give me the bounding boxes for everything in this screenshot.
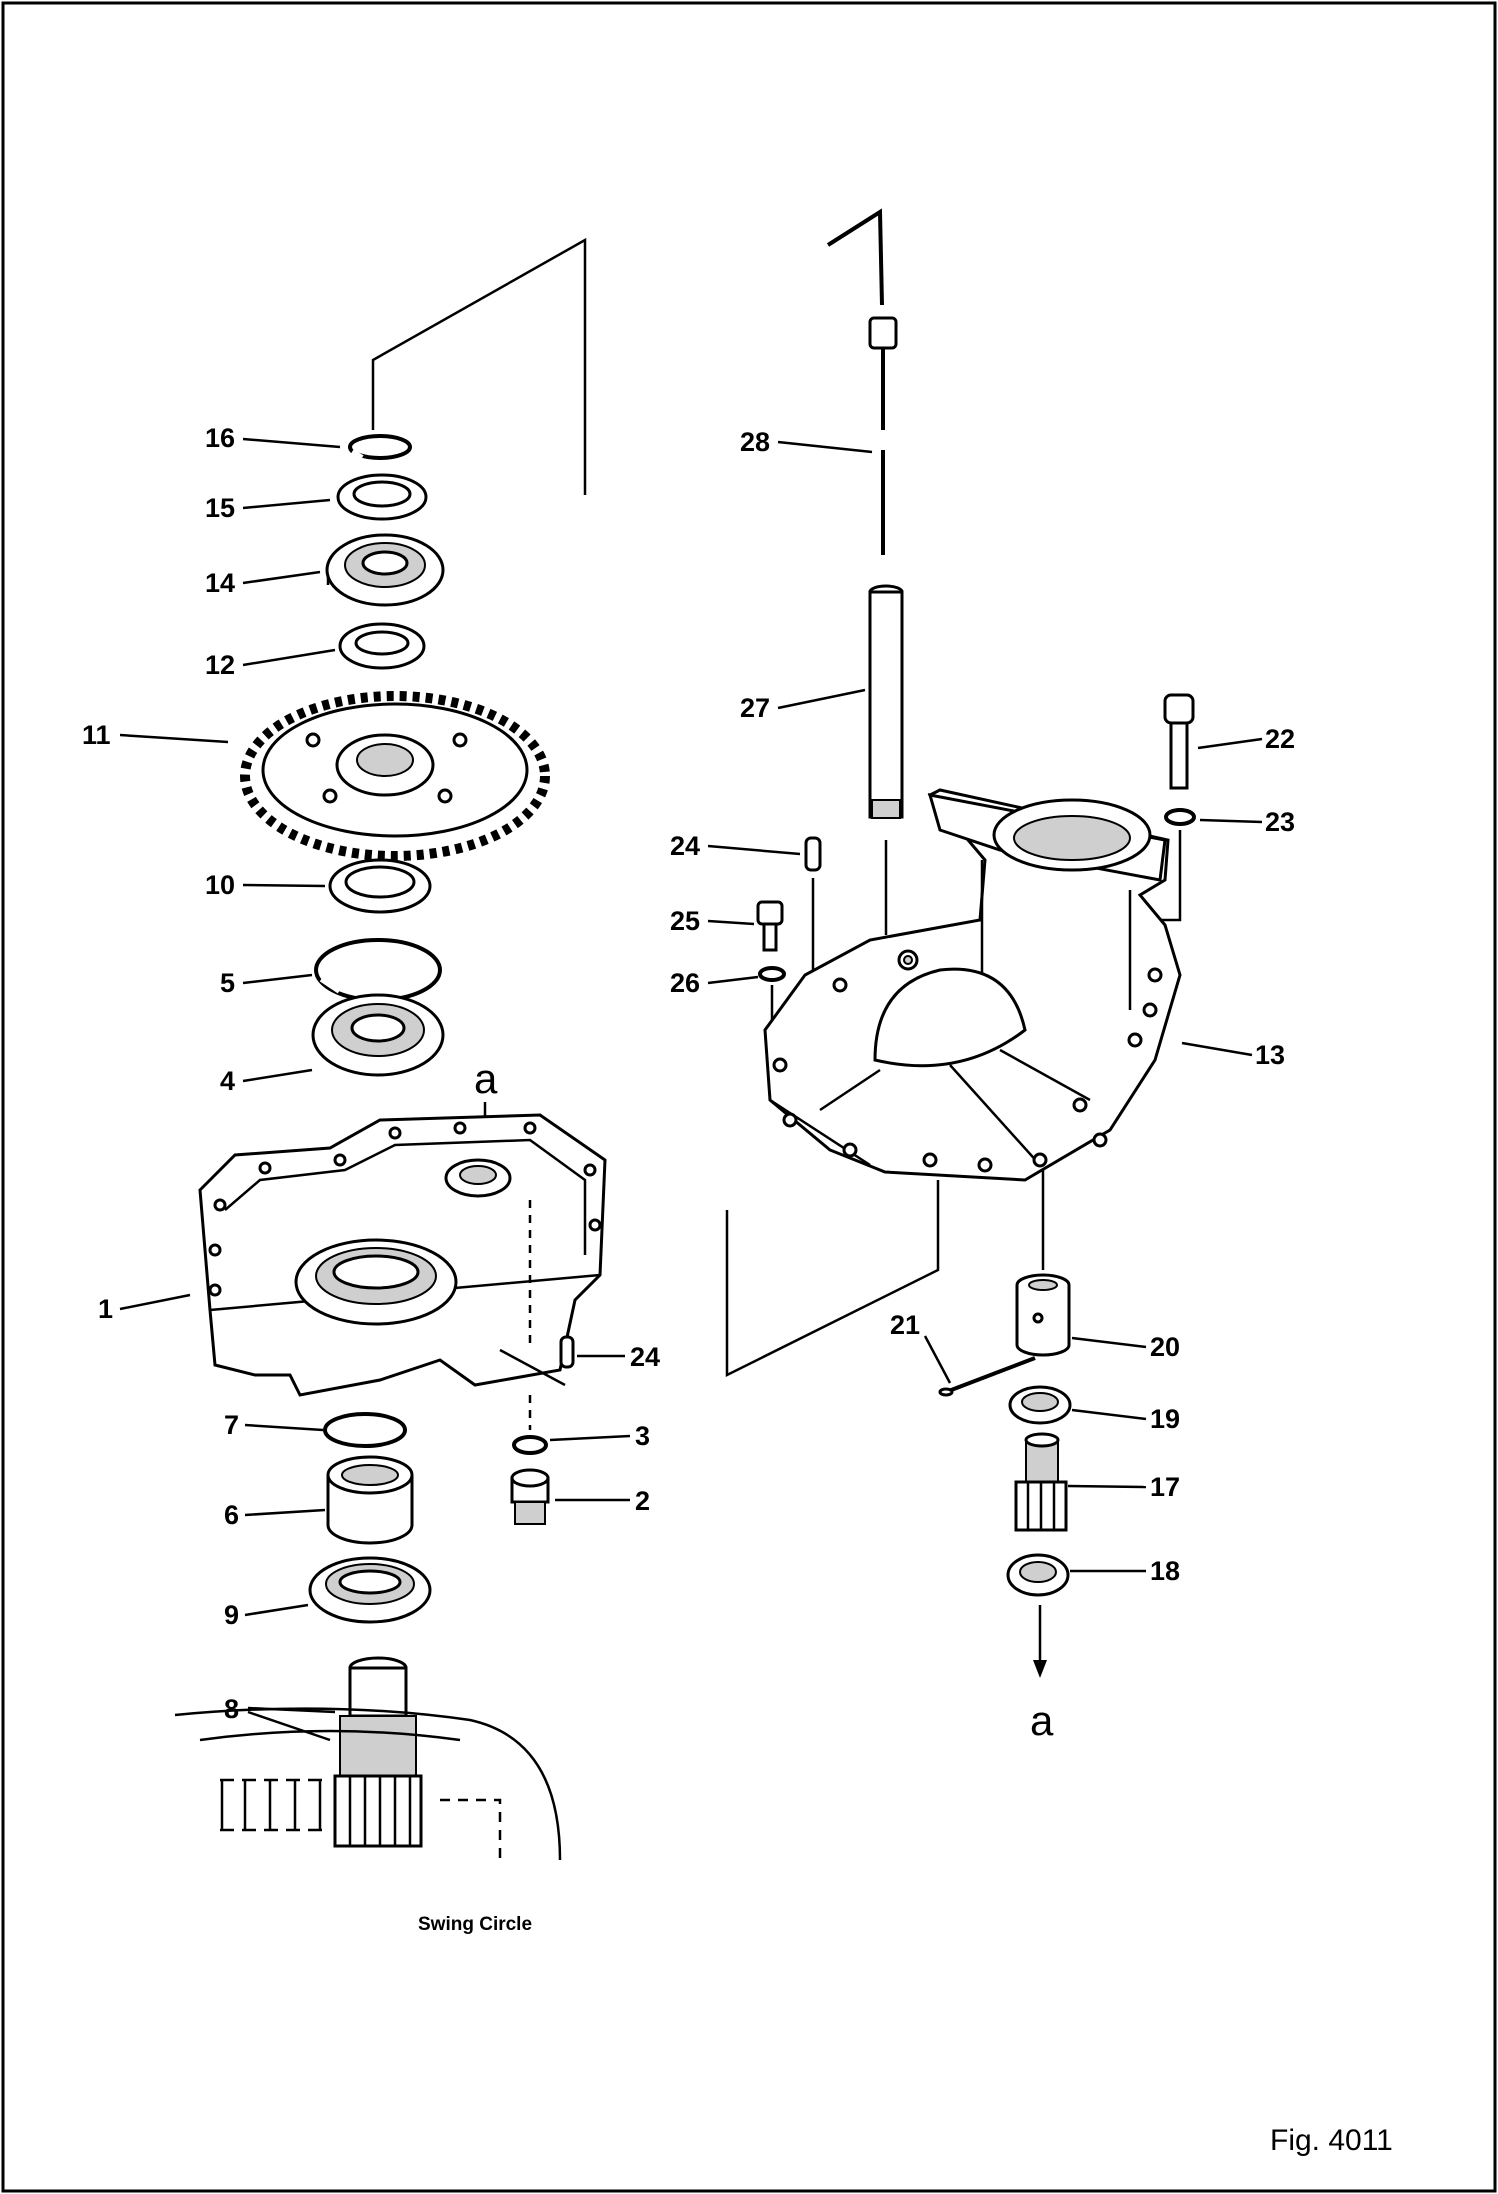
label-11: 11 [82,720,111,750]
connector-line-23-13 [1160,830,1182,922]
part-21-spring-pin [938,1356,1036,1397]
swing-circle-caption: Swing Circle [418,1914,532,1935]
figure-label: Fig. 4011 [1270,2124,1393,2157]
label-6: 6 [224,1500,239,1530]
part-24-dowel-pin-right [804,836,822,872]
part-19-bearing [1008,1385,1072,1425]
label-19: 19 [1150,1404,1180,1434]
label-23: 23 [1265,807,1295,837]
part-14-bearing [325,533,445,607]
label-13: 13 [1255,1040,1285,1070]
part-10-spacer [328,858,432,914]
part-3-washer [512,1435,548,1455]
part-24-dowel-pin-left [559,1335,575,1369]
part-13-case-cover [763,788,1182,1182]
label-7: 7 [224,1410,239,1440]
label-18: 18 [1150,1556,1180,1586]
label-24-left: 24 [630,1342,660,1372]
connector-line-top-left [371,237,587,495]
label-12: 12 [205,650,235,680]
right-labels: 28 27 22 23 24 25 26 13 21 20 19 17 18 [670,427,1295,1586]
left-labels: 16 15 14 12 11 10 5 4 1 7 6 9 8 24 3 2 [82,423,660,1742]
part-4-bearing [311,993,445,1077]
part-12-spacer [338,622,426,670]
part-7-o-ring [323,1412,407,1448]
label-25: 25 [670,906,700,936]
label-20: 20 [1150,1332,1180,1362]
connection-arrow-head-right [1033,1660,1047,1678]
label-24-right: 24 [670,831,700,861]
connection-marker-a-right: a [1030,1697,1054,1744]
connection-marker-a-left: a [474,1055,498,1102]
label-16: 16 [205,423,235,453]
label-15: 15 [205,493,235,523]
part-17-drive-shaft [1014,1432,1068,1532]
label-4: 4 [220,1066,235,1096]
label-8: 8 [224,1694,239,1724]
part-1-housing [198,1113,607,1397]
part-11-gear [240,691,550,861]
part-27-filler-tube [868,584,904,819]
part-23-washer [1164,808,1196,826]
part-6-bushing [326,1455,414,1545]
part-15-spacer [336,473,428,521]
part-22-bolt [1163,693,1195,790]
label-28: 28 [740,427,770,457]
label-5: 5 [220,968,235,998]
part-25-bolt [756,900,784,952]
part-26-washer [758,966,786,982]
label-21: 21 [890,1310,920,1340]
label-26: 26 [670,968,700,998]
part-8-pinion-shaft [333,1656,423,1848]
part-9-seal [308,1556,432,1624]
part-5-snap-ring [314,938,442,1002]
part-2-plug [510,1468,550,1525]
part-18-bearing [1006,1553,1070,1597]
label-17: 17 [1150,1472,1180,1502]
label-27: 27 [740,693,770,723]
label-22: 22 [1265,724,1295,754]
label-9: 9 [224,1600,239,1630]
label-10: 10 [205,870,235,900]
label-2: 2 [635,1486,650,1516]
label-3: 3 [635,1421,650,1451]
part-28-dipstick [826,208,898,555]
connector-line-bottom-right [725,1180,940,1378]
part-20-coupling [1015,1273,1071,1357]
label-1: 1 [98,1294,113,1324]
part-16-snap-ring [348,434,412,461]
label-14: 14 [205,568,235,598]
